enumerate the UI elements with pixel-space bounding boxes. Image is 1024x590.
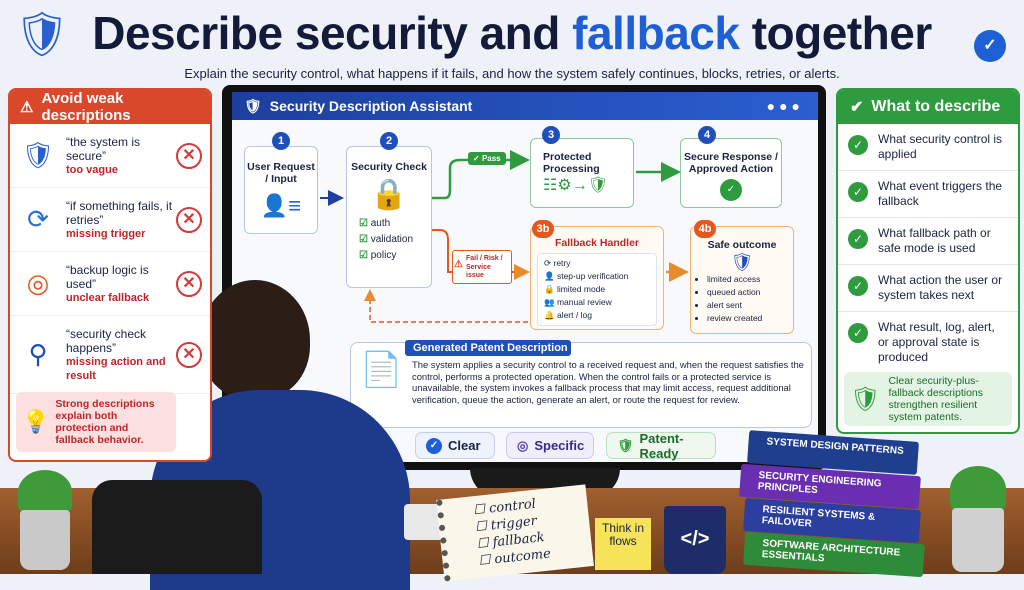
- coffee-mug: </>: [664, 506, 726, 574]
- check-icon: ✓: [848, 323, 868, 343]
- badge-patent-ready[interactable]: 🛡Patent-Ready: [606, 432, 716, 459]
- check-circle-icon: ✓: [720, 179, 742, 201]
- list-item: ✓What result, log, alert, or approval st…: [838, 312, 1018, 373]
- check-item: ☑ policy: [359, 248, 431, 264]
- shield-lock-icon: 🔒: [347, 177, 431, 212]
- check-circle-icon: ✓: [426, 438, 442, 454]
- list-item: ✓What event triggers the fallback: [838, 171, 1018, 218]
- x-icon: ✕: [176, 342, 202, 368]
- check-circle-icon: ✔: [850, 97, 863, 117]
- code-icon: </>: [681, 528, 710, 550]
- step-number: 3: [542, 126, 560, 144]
- plant-left: [10, 470, 80, 574]
- weak-descriptions-panel: ⚠ Avoid weak descriptions 🛡“the system is…: [8, 88, 212, 462]
- warning-icon: ⚠: [20, 98, 33, 116]
- arrow-pass: [432, 160, 525, 198]
- checkbox-icon: ☑: [359, 218, 368, 229]
- list-item: ✓What fallback path or safe mode is used: [838, 218, 1018, 265]
- refresh-icon: ⟳: [18, 204, 58, 235]
- server-shield-icon: ☷⚙→🛡: [543, 175, 633, 195]
- target-icon: ◎: [517, 438, 528, 454]
- list-item: ⚲“security check happens”missing action …: [10, 316, 210, 394]
- generated-description-text: The system applies a security control to…: [412, 359, 808, 405]
- magnifier-icon: ⚲: [18, 339, 58, 370]
- lightbulb-icon: 💡: [22, 409, 49, 435]
- check-item: ☑ auth: [359, 216, 431, 232]
- step-security-check: Security Check 🔒 ☑ auth ☑ validation ☑ p…: [346, 146, 432, 288]
- step-number: 4b: [694, 220, 716, 238]
- step-number: 1: [272, 132, 290, 150]
- list-item: ⟳“if something fails, it retries”missing…: [10, 188, 210, 252]
- list-item: ✓What security control is applied: [838, 124, 1018, 171]
- notebook: ☐ control ☐ trigger ☐ fallback ☐ outcome: [436, 484, 594, 581]
- step-user-request: User Request / Input 👤≡: [244, 146, 318, 234]
- list-item: 🛡“the system is secure”too vague✕: [10, 124, 210, 188]
- check-icon: ✓: [848, 135, 868, 155]
- warning-icon: ⚠: [454, 261, 463, 270]
- lifebuoy-icon: ◎: [18, 268, 58, 299]
- plant-right: [940, 466, 1016, 574]
- badge-specific[interactable]: ◎Specific: [506, 432, 594, 459]
- shield-check-icon: 🛡: [617, 438, 634, 454]
- step-number: 3b: [532, 220, 554, 238]
- step-safe-outcome: Safe outcome 🛡 limited access queued act…: [690, 226, 794, 334]
- step-secure-response: Secure Response / Approved Action ✓: [680, 138, 782, 208]
- what-to-describe-panel: ✔What to describe ✓What security control…: [836, 88, 1020, 434]
- badge-clear[interactable]: ✓Clear: [415, 432, 495, 459]
- check-item: ☑ validation: [359, 232, 431, 248]
- list-item: ✓What action the user or system takes ne…: [838, 265, 1018, 312]
- x-icon: ✕: [176, 143, 202, 169]
- fallback-item: 👤 step-up verification: [544, 270, 650, 283]
- fallback-item: 👥 manual review: [544, 296, 650, 309]
- user-icon: 👤≡: [245, 193, 317, 219]
- fallback-item: 🔔 alert / log: [544, 309, 650, 322]
- checkbox-icon: ☑: [359, 234, 368, 245]
- shield-check-icon: 🛡: [850, 385, 880, 414]
- fail-label: ⚠Fail / Risk / Service issue: [452, 250, 512, 284]
- x-icon: ✕: [176, 271, 202, 297]
- check-icon: ✓: [848, 229, 868, 249]
- step-number: 4: [698, 126, 716, 144]
- step-number: 2: [380, 132, 398, 150]
- check-icon: ✓: [848, 182, 868, 202]
- list-item: ◎“backup logic is used”unclear fallback✕: [10, 252, 210, 316]
- sticky-note: Think in flows: [595, 518, 651, 570]
- fallback-item: 🔒 limited mode: [544, 283, 650, 296]
- shield-icon: 🛡: [18, 140, 58, 171]
- panel-title: Avoid weak descriptions: [41, 90, 210, 124]
- step-protected-processing: Protected Processing ☷⚙→🛡: [530, 138, 634, 208]
- shield-check-icon: 🛡: [691, 251, 793, 273]
- x-icon: ✕: [176, 207, 202, 233]
- checkbox-icon: ☑: [359, 250, 368, 261]
- fallback-item: ⟳ retry: [544, 257, 650, 270]
- tip-note: 💡Strong descriptions explain both protec…: [16, 392, 176, 452]
- tip-note: 🛡Clear security-plus-fallback descriptio…: [844, 372, 1012, 426]
- generated-description-title: Generated Patent Description: [405, 340, 571, 356]
- office-chair: [92, 480, 262, 574]
- check-icon: ✓: [848, 276, 868, 296]
- step-fallback-handler: Fallback Handler ⟳ retry 👤 step-up verif…: [530, 226, 664, 330]
- pass-label: ✓ Pass: [468, 152, 506, 165]
